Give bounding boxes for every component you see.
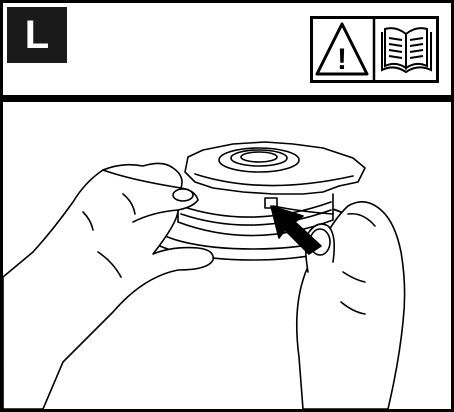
right-hand (297, 202, 405, 409)
panel-header: L ! (3, 3, 451, 95)
warning-exclamation-text: ! (337, 43, 347, 76)
spool-winding-illustration (3, 102, 451, 409)
spool-hub (219, 148, 299, 172)
header-divider (3, 95, 451, 102)
read-manual-book-icon (382, 28, 431, 72)
left-hand (3, 163, 213, 409)
safety-icons-box: ! (310, 16, 439, 83)
step-letter-badge: L (7, 7, 67, 63)
